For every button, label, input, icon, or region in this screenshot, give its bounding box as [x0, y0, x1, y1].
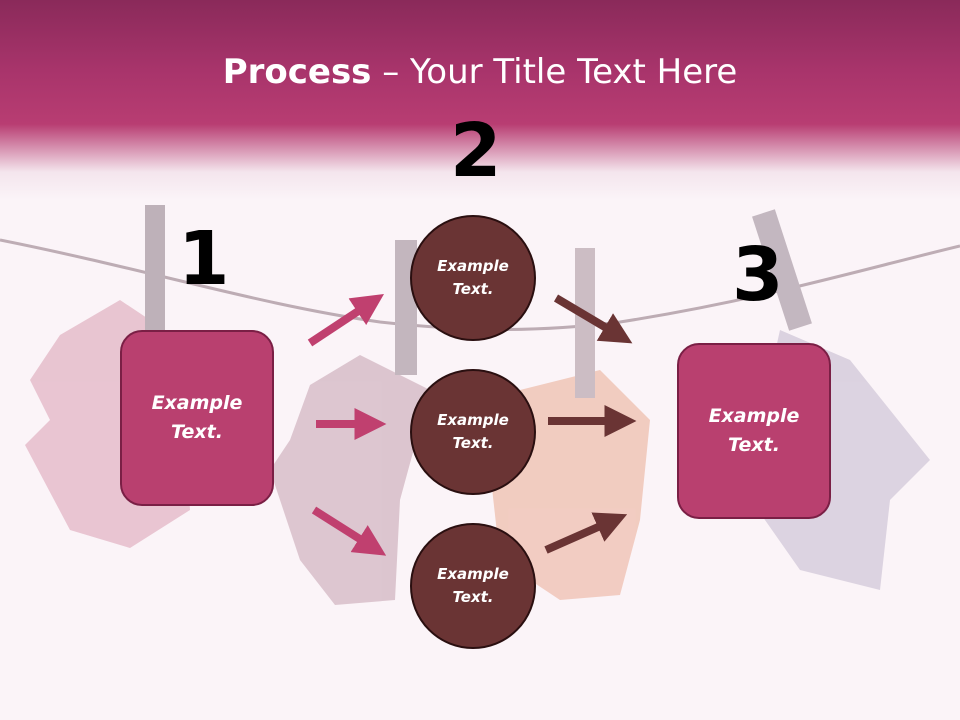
circle-bottom: Example Text.: [410, 523, 536, 649]
step-number-2: 2: [450, 108, 502, 194]
step-1-text: Example Text.: [151, 392, 243, 443]
circle-middle-text: Example Text.: [437, 411, 509, 452]
circle-middle: Example Text.: [410, 369, 536, 495]
step-1-box: Example Text.: [120, 330, 274, 506]
step-3-text: Example Text.: [708, 405, 800, 456]
step-number-3: 3: [732, 232, 784, 318]
title-banner: [0, 0, 960, 200]
title-bold: Process: [222, 52, 372, 92]
circle-bottom-text: Example Text.: [437, 565, 509, 606]
arrow-top-to-3: [553, 294, 633, 344]
title-rest: – Your Title Text Here: [371, 52, 738, 92]
arrow-1-to-bottom: [311, 506, 387, 556]
circle-top: Example Text.: [410, 215, 536, 341]
arrow-bottom-to-3: [544, 512, 628, 554]
arrow-1-to-top: [307, 294, 385, 347]
step-number-1: 1: [178, 216, 230, 302]
page-title: Process – Your Title Text Here: [0, 52, 960, 92]
circle-top-text: Example Text.: [437, 257, 509, 298]
step-3-box: Example Text.: [677, 343, 831, 519]
